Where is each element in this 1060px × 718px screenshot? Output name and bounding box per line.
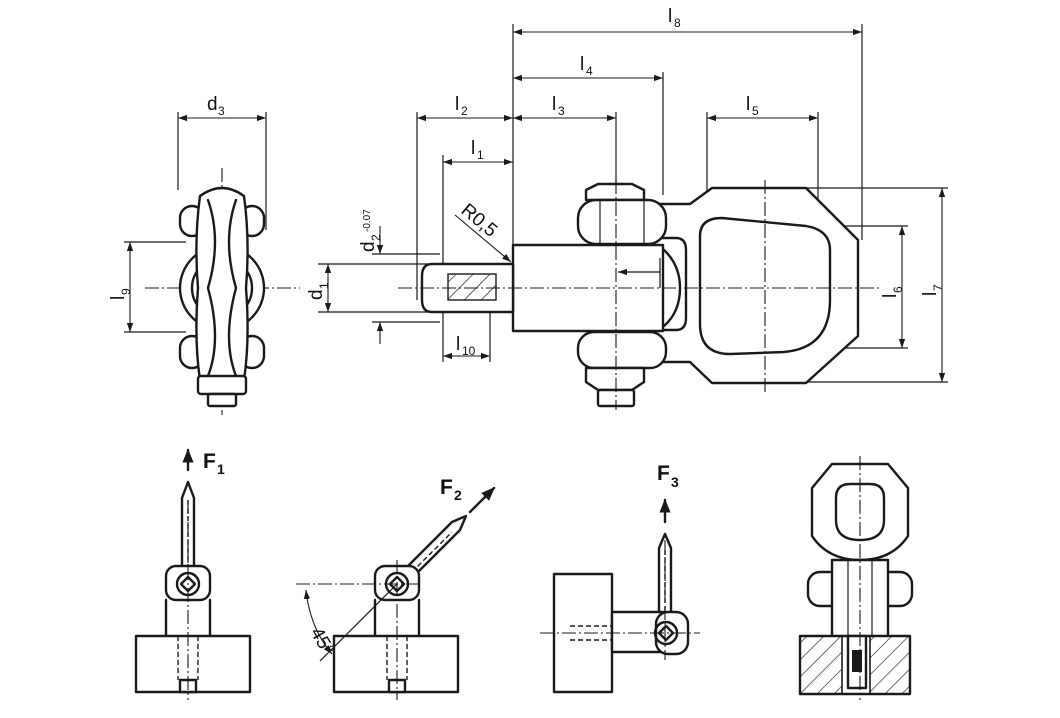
svg-text:1: 1 [217, 461, 225, 477]
svg-text:F: F [440, 476, 453, 499]
svg-text:d: d [306, 289, 327, 300]
label-l4: l 4 [580, 54, 593, 78]
label-f2: F 2 [440, 476, 462, 503]
svg-text:1: 1 [317, 282, 331, 289]
load-view-f2 [296, 486, 496, 700]
svg-text:3: 3 [671, 474, 679, 490]
svg-text:4: 4 [586, 64, 593, 78]
label-d3: d 3 [207, 94, 225, 118]
svg-text:-0.07: -0.07 [362, 209, 373, 232]
svg-text:l: l [108, 296, 129, 300]
svg-text:l: l [471, 138, 475, 159]
label-d2: d 2 -0.07 [358, 209, 383, 252]
label-l3: l 3 [552, 94, 565, 118]
label-f1: F 1 [203, 450, 225, 477]
front-view [318, 24, 948, 410]
svg-text:l: l [746, 94, 750, 115]
label-l9: l 9 [108, 288, 133, 300]
svg-text:l: l [880, 294, 901, 298]
svg-text:l: l [580, 54, 584, 75]
label-l5: l 5 [746, 94, 759, 118]
svg-text:F: F [203, 450, 216, 473]
svg-text:2: 2 [369, 234, 383, 241]
svg-text:3: 3 [218, 104, 225, 118]
svg-text:10: 10 [462, 344, 476, 358]
section-view [798, 456, 914, 700]
label-l1: l 1 [471, 138, 484, 162]
label-l6: l 6 [880, 286, 905, 298]
load-view-f1 [134, 448, 252, 700]
svg-text:8: 8 [674, 16, 681, 30]
label-l8: l 8 [668, 6, 681, 30]
svg-text:l: l [920, 292, 941, 296]
svg-text:1: 1 [477, 148, 484, 162]
svg-text:6: 6 [891, 286, 905, 293]
svg-text:7: 7 [931, 284, 945, 291]
svg-text:2: 2 [454, 487, 462, 503]
svg-text:d: d [358, 241, 379, 252]
svg-text:5: 5 [752, 104, 759, 118]
svg-text:d: d [207, 94, 218, 115]
svg-text:l: l [456, 334, 460, 355]
label-d1: d 1 [306, 282, 331, 300]
svg-text:9: 9 [119, 288, 133, 295]
side-view [124, 112, 300, 415]
label-l7: l 7 [920, 284, 945, 296]
label-f3: F 3 [657, 462, 679, 490]
svg-text:F: F [657, 462, 670, 485]
label-l2: l 2 [455, 94, 468, 118]
label-l10: l 10 [456, 334, 476, 358]
svg-text:l: l [668, 6, 672, 27]
svg-text:3: 3 [558, 104, 565, 118]
svg-text:l: l [552, 94, 556, 115]
svg-text:l: l [455, 94, 459, 115]
svg-text:2: 2 [461, 104, 468, 118]
load-view-f3 [540, 498, 700, 694]
